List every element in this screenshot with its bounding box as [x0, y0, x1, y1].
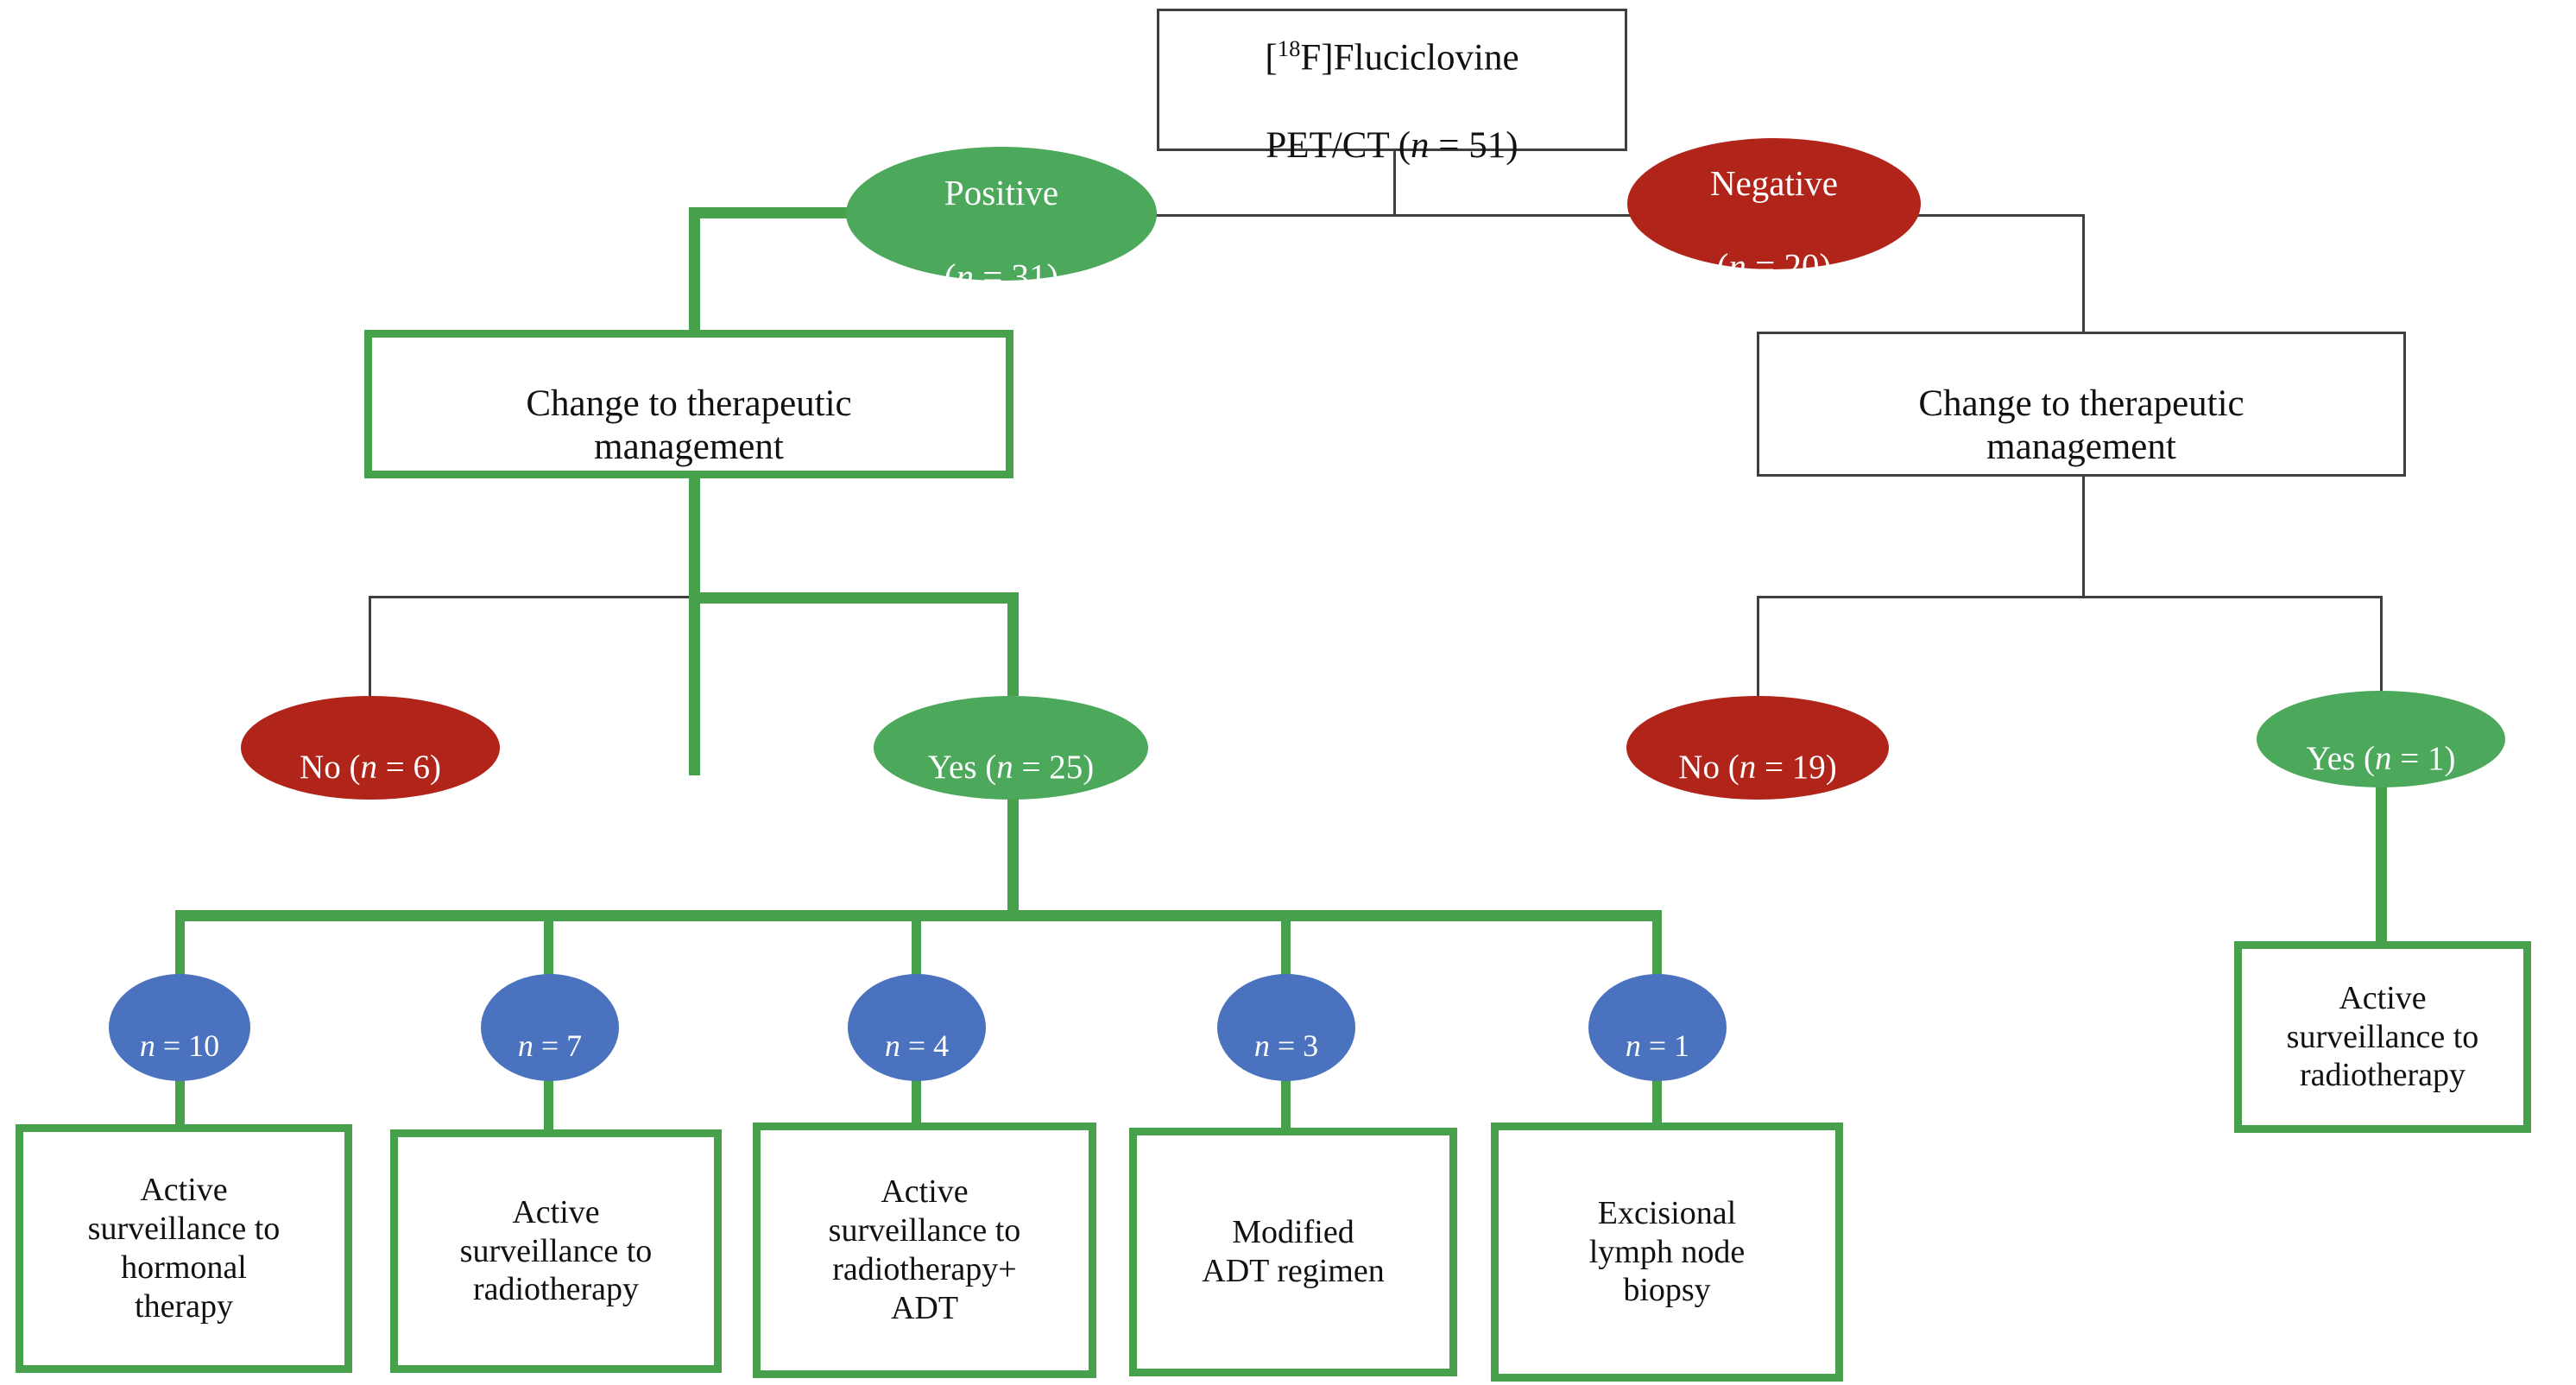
- node-circle-n7[interactable]: n = 7: [481, 974, 619, 1081]
- edge-positive-elbow-vertical: [689, 207, 700, 338]
- node-outcome-4-label: Modified ADT regimen: [1202, 1214, 1385, 1289]
- node-root-label: [18F]Fluciclovine PET/CT (n = 51): [1265, 35, 1519, 166]
- node-circle-n10-label: n = 10: [139, 1028, 220, 1063]
- edge-leftbus-to-no: [369, 596, 371, 706]
- node-circle-n1[interactable]: n = 1: [1588, 974, 1727, 1081]
- node-negative[interactable]: Negative (n = 20): [1627, 138, 1921, 286]
- edge-fan-drop-1: [175, 910, 185, 1014]
- edge-positive-negative-bar: [1148, 214, 1683, 217]
- edge-rightbox-down: [2082, 475, 2085, 596]
- node-outcome-3[interactable]: Active surveillance to radiotherapy+ ADT: [753, 1123, 1096, 1378]
- node-outcome-5-label: Excisional lymph node biopsy: [1588, 1194, 1746, 1309]
- edge-root-stub: [1393, 149, 1396, 216]
- node-positive-label: Positive (n = 31): [944, 173, 1059, 296]
- node-circle-n4[interactable]: n = 4: [848, 974, 986, 1081]
- edge-c2-o2: [544, 1079, 553, 1129]
- edge-leftbus-to-yes: [1007, 592, 1019, 696]
- node-outcome-2[interactable]: Active surveillance to radiotherapy: [390, 1129, 722, 1373]
- node-left-no-label: No (n = 6): [300, 749, 441, 786]
- edge-rightyes-o6: [2376, 777, 2387, 941]
- edge-negative-elbow-vertical: [2082, 214, 2085, 333]
- edge-fan-drop-2: [544, 910, 553, 1014]
- node-outcome-6-label: Active surveillance to radiotherapy: [2286, 979, 2479, 1094]
- node-circle-n10[interactable]: n = 10: [109, 974, 250, 1081]
- edge-fan-drop-5: [1652, 910, 1662, 1014]
- edge-leftbus-black: [369, 596, 697, 598]
- node-outcome-1-label: Active surveillance to hormonal therapy: [87, 1172, 281, 1325]
- node-outcome-5[interactable]: Excisional lymph node biopsy: [1491, 1123, 1843, 1382]
- node-right-yes[interactable]: Yes (n = 1): [2257, 691, 2505, 787]
- node-circle-n3-label: n = 3: [1253, 1028, 1319, 1063]
- edge-yes25-down: [1007, 799, 1019, 915]
- edge-leftbox-down: [689, 473, 700, 775]
- node-left-yes[interactable]: Yes (n = 25): [874, 696, 1148, 800]
- edge-leftbus-green: [689, 592, 1019, 604]
- edge-rightbus-to-no: [1757, 596, 1759, 706]
- node-right-no[interactable]: No (n = 19): [1626, 696, 1889, 800]
- node-outcome-6[interactable]: Active surveillance to radiotherapy: [2234, 941, 2531, 1133]
- node-outcome-3-label: Active surveillance to radiotherapy+ ADT: [828, 1173, 1021, 1326]
- node-circle-n1-label: n = 1: [1625, 1028, 1690, 1063]
- node-left-yes-label: Yes (n = 25): [927, 749, 1095, 786]
- node-circle-n4-label: n = 4: [884, 1028, 950, 1063]
- edge-c3-o3: [912, 1079, 921, 1129]
- node-outcome-1[interactable]: Active surveillance to hormonal therapy: [16, 1124, 352, 1373]
- node-left-no[interactable]: No (n = 6): [241, 696, 500, 800]
- edge-fan-drop-3: [912, 910, 921, 1014]
- node-outcome-4[interactable]: Modified ADT regimen: [1129, 1128, 1457, 1376]
- edge-negative-elbow-horizontal: [1826, 214, 2085, 217]
- edge-c4-o4: [1281, 1079, 1291, 1129]
- node-right-yes-label: Yes (n = 1): [2306, 740, 2456, 777]
- edge-fan-drop-4: [1281, 910, 1291, 1014]
- node-circle-n3[interactable]: n = 3: [1217, 974, 1355, 1081]
- node-negative-label: Negative (n = 20): [1710, 162, 1838, 287]
- edge-rightbus-to-yes: [2380, 596, 2383, 698]
- node-circle-n7-label: n = 7: [517, 1028, 583, 1063]
- edge-c5-o5: [1652, 1079, 1662, 1129]
- node-outcome-2-label: Active surveillance to radiotherapy: [459, 1193, 653, 1308]
- edge-c1-o1: [175, 1079, 185, 1129]
- node-root-petct[interactable]: [18F]Fluciclovine PET/CT (n = 51): [1157, 9, 1627, 166]
- node-positive[interactable]: Positive (n = 31): [846, 147, 1157, 296]
- edge-rightbus: [1757, 596, 2383, 598]
- node-right-no-label: No (n = 19): [1678, 749, 1837, 786]
